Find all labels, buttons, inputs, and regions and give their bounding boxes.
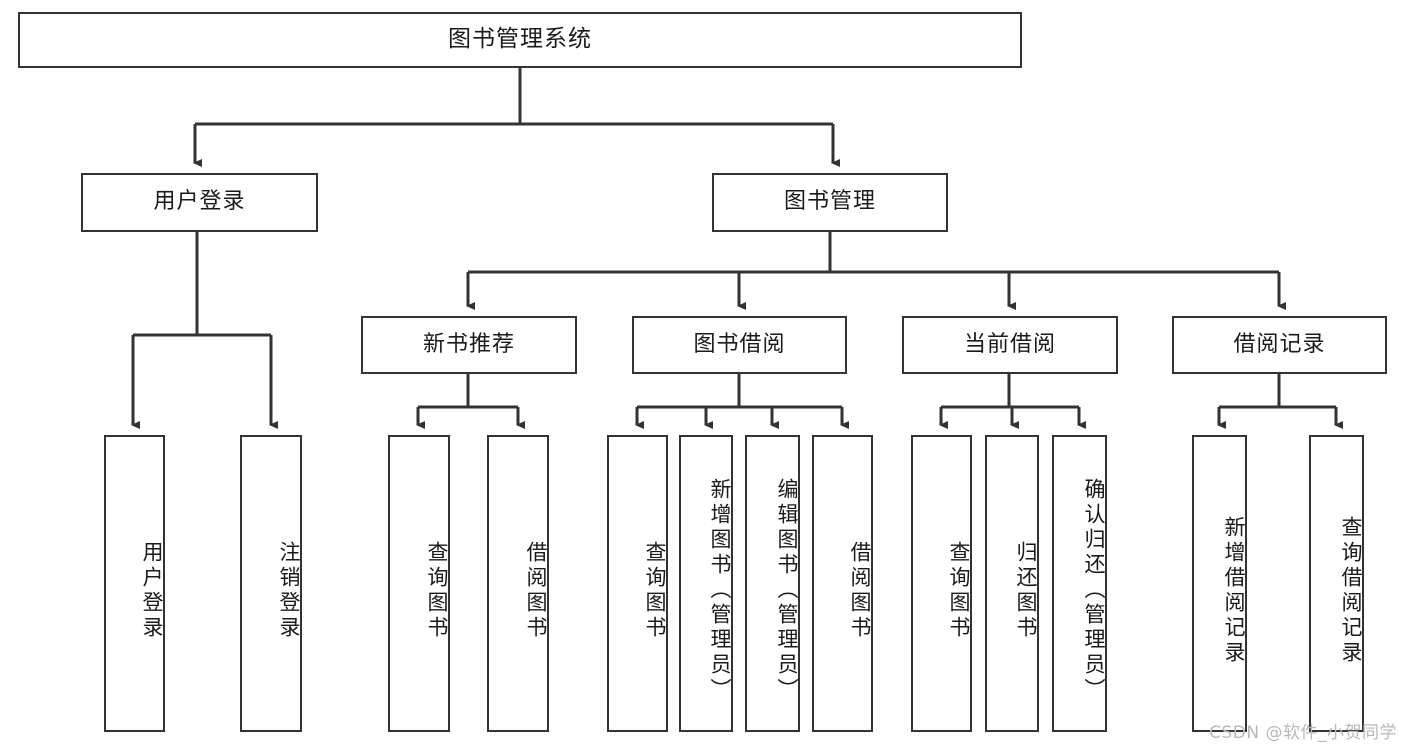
leaf-logout[interactable]: 注销登录 — [240, 435, 302, 732]
leaf-return-book[interactable]: 归还图书 — [985, 435, 1039, 732]
watermark: CSDN @软件_小贺同学 — [1209, 723, 1397, 743]
node-label: 借阅图书 — [524, 540, 548, 641]
node-book-borrow[interactable]: 图书借阅 — [632, 316, 847, 374]
node-new-book-recommend[interactable]: 新书推荐 — [361, 316, 577, 374]
node-book-management[interactable]: 图书管理 — [712, 173, 948, 232]
node-label: 查询图书 — [947, 540, 971, 641]
node-label: 图书借阅 — [693, 331, 786, 357]
node-current-borrow[interactable]: 当前借阅 — [902, 316, 1118, 374]
leaf-query-book-borrow[interactable]: 查询图书 — [607, 435, 668, 732]
node-label: 编辑图书（管理员） — [775, 478, 799, 703]
leaf-user-login[interactable]: 用户登录 — [104, 435, 165, 732]
node-label: 借阅图书 — [848, 540, 872, 641]
leaf-query-book-current[interactable]: 查询图书 — [911, 435, 972, 732]
node-label: 确认归还（管理员） — [1082, 478, 1106, 703]
leaf-edit-book-admin[interactable]: 编辑图书（管理员） — [745, 435, 800, 732]
node-label: 注销登录 — [277, 540, 301, 641]
node-label: 用户登录 — [153, 189, 246, 215]
node-label: 当前借阅 — [963, 331, 1056, 357]
node-label: 新增图书（管理员） — [708, 478, 732, 703]
leaf-query-book-recommend[interactable]: 查询图书 — [388, 435, 450, 732]
node-label: 查询图书 — [643, 540, 667, 641]
leaf-add-borrow-record[interactable]: 新增借阅记录 — [1192, 435, 1247, 732]
node-borrow-record[interactable]: 借阅记录 — [1172, 316, 1387, 374]
node-label: 用户登录 — [140, 540, 164, 641]
node-label: 新书推荐 — [422, 331, 515, 357]
node-root-system[interactable]: 图书管理系统 — [18, 12, 1022, 68]
node-label: 查询图书 — [425, 540, 449, 641]
leaf-borrow-book-recommend[interactable]: 借阅图书 — [487, 435, 549, 732]
node-label: 新增借阅记录 — [1222, 515, 1246, 666]
node-label: 图书管理系统 — [448, 26, 592, 53]
leaf-add-book-admin[interactable]: 新增图书（管理员） — [679, 435, 733, 732]
node-label: 查询借阅记录 — [1339, 515, 1363, 666]
node-label: 借阅记录 — [1233, 331, 1326, 357]
leaf-confirm-return-admin[interactable]: 确认归还（管理员） — [1052, 435, 1107, 732]
leaf-borrow-book[interactable]: 借阅图书 — [812, 435, 873, 732]
node-label: 图书管理 — [783, 189, 876, 215]
node-label: 归还图书 — [1014, 540, 1038, 641]
leaf-query-borrow-record[interactable]: 查询借阅记录 — [1309, 435, 1364, 732]
node-user-login[interactable]: 用户登录 — [81, 173, 318, 232]
